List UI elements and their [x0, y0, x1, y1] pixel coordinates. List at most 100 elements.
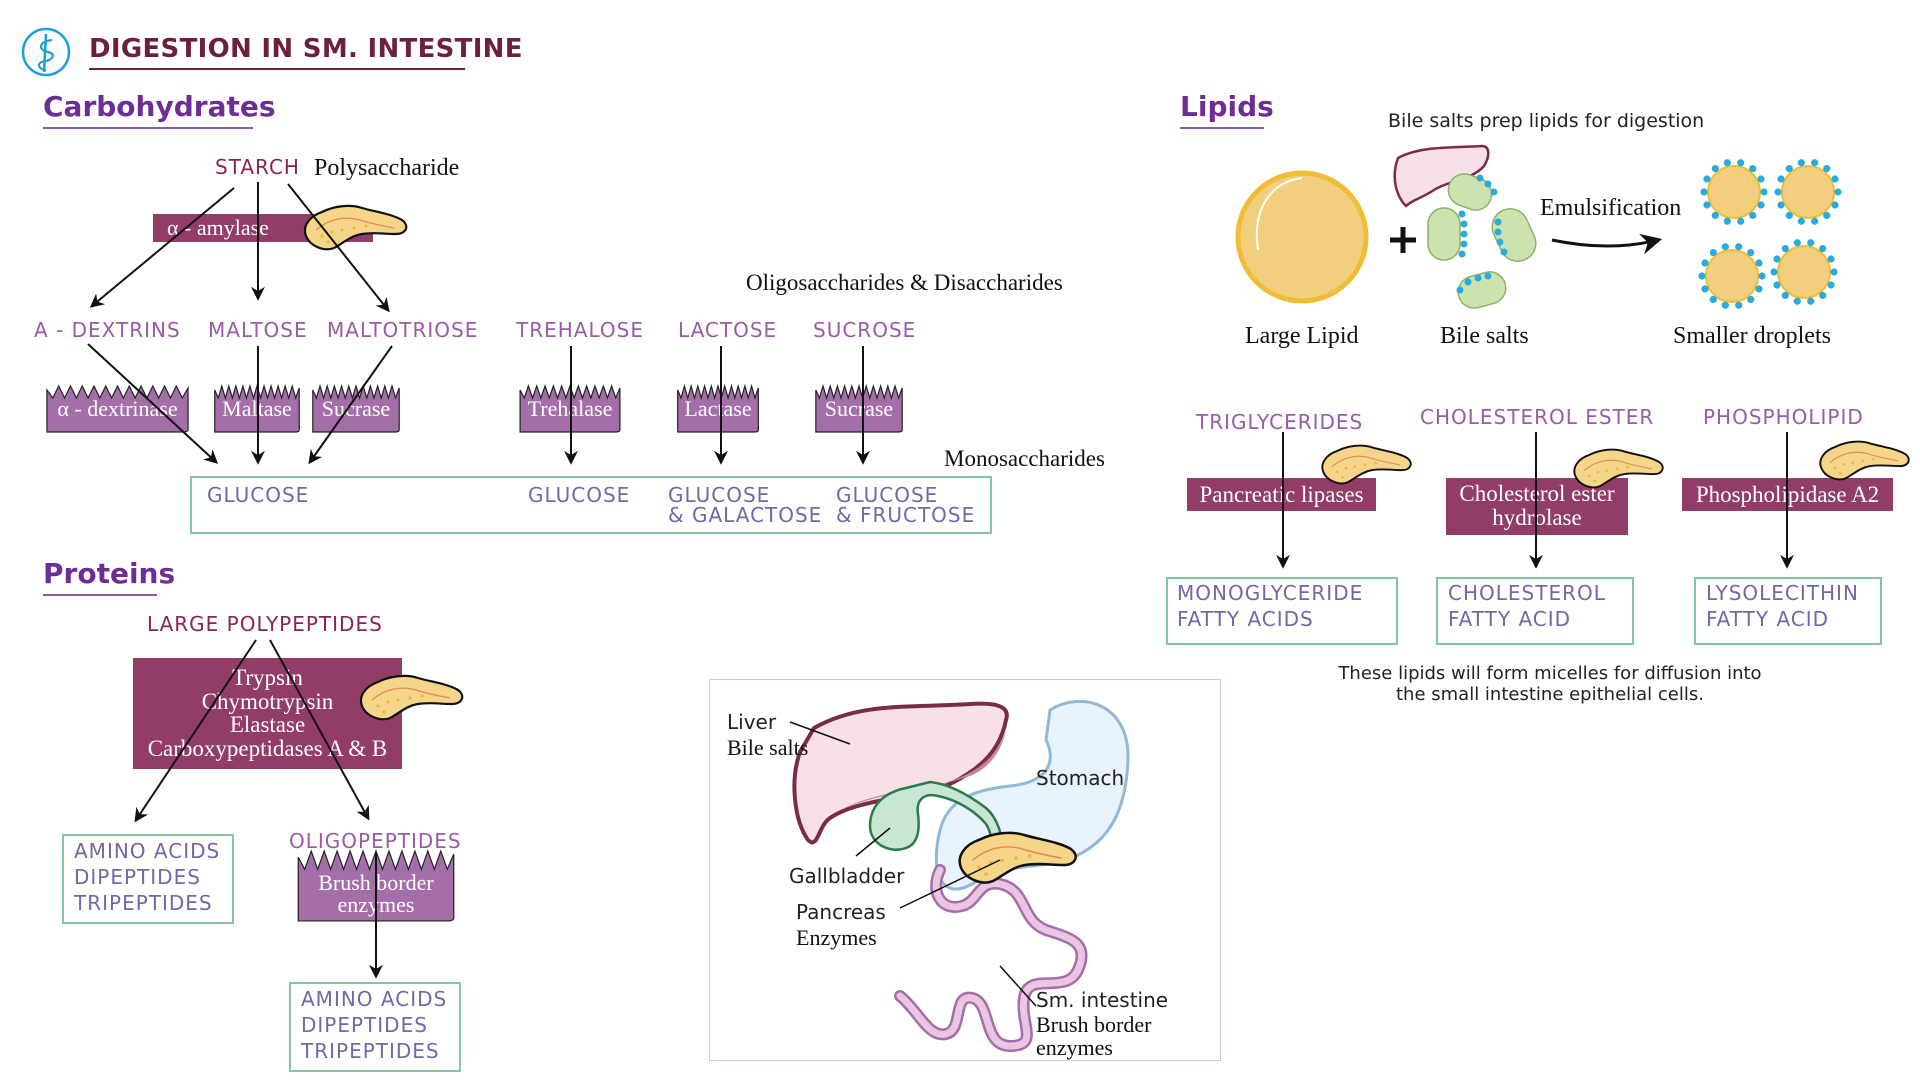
intestine-brush-label: Brush border — [1036, 1012, 1152, 1037]
bile-salts-label: Bile salts — [1440, 323, 1529, 349]
emulsification-illustration — [1235, 144, 1842, 309]
product-cholesterol: Cholesterol — [1448, 581, 1606, 605]
substrate-sucrose: Sucrose — [813, 318, 917, 342]
droplet-icon — [1774, 159, 1842, 225]
oligosaccharides-note: Oligosaccharides & Disaccharides — [746, 270, 1063, 295]
enzyme-pancreatic-lipases: Pancreatic lipases — [1187, 478, 1376, 511]
smaller-droplets-icon — [1698, 159, 1842, 309]
protein-products-right-box — [289, 982, 461, 1072]
product-glucose-fructose-1: Glucose — [836, 483, 939, 507]
large-lipid-icon — [1235, 170, 1369, 304]
droplet-icon — [1770, 239, 1838, 305]
lipid-products-1: Monoglyceride Fatty acids — [1177, 580, 1363, 632]
brush-enzyme-label: Trehalase — [527, 396, 613, 421]
enzyme-carboxypeptidases: Carboxypeptidases A & B — [147, 735, 388, 761]
brush-enzyme-sucrase: Sucrase — [311, 384, 401, 434]
micelle-note-line-2: the small intestine epithelial cells. — [1396, 684, 1704, 705]
brush-enzyme-label: Maltase — [222, 396, 292, 421]
proteins-underline — [43, 594, 157, 596]
substrate-cholesterol-ester: Cholesterol ester — [1420, 405, 1655, 429]
anatomy-panel: Liver Bile salts Stomach Gallbladder Pan… — [709, 679, 1221, 1061]
proteins-heading: Proteins — [43, 557, 176, 590]
arrow-starch-dextrins — [89, 187, 235, 308]
pancreas-enzymes-label: Enzymes — [796, 925, 877, 950]
pancreas-icon — [1318, 442, 1414, 486]
oligopeptides-label: Oligopeptides — [289, 829, 462, 853]
product-tripeptides: Tripeptides — [301, 1039, 440, 1063]
polysaccharide-note: Polysaccharide — [314, 155, 460, 181]
large-lipid-label: Large Lipid — [1245, 323, 1359, 349]
product-fatty-acids: Fatty acids — [1177, 607, 1314, 631]
emulsification-arrow-icon — [1551, 233, 1663, 255]
bile-salt-dots — [1456, 174, 1508, 294]
droplet-icon — [1698, 243, 1766, 309]
gallbladder-shape — [868, 780, 1008, 866]
pancreas-icon — [300, 202, 410, 252]
intestine-label: Sm. intestine — [1036, 988, 1169, 1012]
bile-prep-note: Bile salts prep lipids for digestion — [1388, 110, 1705, 132]
product-glucose-fructose-2: & fructose — [836, 503, 976, 527]
stomach-label: Stomach — [1036, 766, 1125, 790]
brush-enzyme-alpha-dextrinase: α - dextrinase — [44, 384, 191, 434]
plus-icon — [1390, 227, 1416, 253]
brush-enzyme-maltase: Maltase — [213, 384, 301, 434]
enzyme-phospholipidase-a2: Phospholipidase A2 — [1682, 478, 1893, 511]
brush-enzyme-sucrase-2: Sucrase — [814, 384, 904, 434]
substrate-maltose: Maltose — [208, 318, 308, 342]
enzyme-label: Phospholipidase A2 — [1695, 482, 1880, 507]
brush-border-enzymes-protein: Brush border enzymes — [295, 848, 457, 924]
large-polypeptides-label: Large Polypeptides — [147, 612, 383, 636]
gallbladder-label: Gallbladder — [789, 864, 905, 888]
starch-label: Starch — [215, 155, 300, 179]
substrate-phospholipid: Phospholipid — [1703, 405, 1864, 429]
lipids-underline — [1180, 127, 1264, 129]
substrate-triglycerides: Triglycerides — [1196, 410, 1364, 434]
product-glucose-galactose-1: Glucose — [668, 483, 771, 507]
products-left-list: Amino acids Dipeptides Tripeptides — [74, 838, 220, 916]
liver-bile-salts-label: Bile salts — [727, 735, 809, 760]
carbohydrates-underline — [43, 127, 253, 129]
product-dipeptides: Dipeptides — [74, 865, 201, 889]
monosaccharides-note: Monosaccharides — [944, 446, 1105, 471]
lipid-products-box-2 — [1436, 577, 1634, 645]
pancreas-label: Pancreas — [796, 900, 886, 924]
enzyme-label: Pancreatic lipases — [1199, 482, 1364, 507]
brush-label-line-2: enzymes — [337, 892, 415, 917]
product-amino-acids: Amino acids — [301, 987, 448, 1011]
title-underline — [89, 68, 465, 70]
product-lysolecithin: Lysolecithin — [1706, 581, 1859, 605]
caduceus-icon — [21, 27, 71, 77]
substrate-alpha-dextrins: α - dextrins — [34, 318, 181, 342]
product-dipeptides: Dipeptides — [301, 1013, 428, 1037]
brush-enzyme-label: α - dextrinase — [57, 396, 178, 421]
pancreas-icon — [356, 672, 466, 722]
product-fatty-acid: fatty acid — [1706, 607, 1830, 631]
carbohydrates-heading: Carbohydrates — [43, 90, 276, 123]
substrate-lactose: Lactose — [678, 318, 778, 342]
brush-enzyme-label: Lactase — [684, 396, 752, 421]
product-fatty-acid: fatty acid — [1448, 607, 1572, 631]
pancreas-icon — [1816, 438, 1912, 482]
substrate-maltotriose: maltotriose — [327, 318, 479, 342]
bile-salt-pills — [1427, 173, 1537, 309]
products-right-list: Amino acids Dipeptides Tripeptides — [301, 986, 447, 1064]
enzyme-label-line-2: hydrolase — [1492, 505, 1582, 530]
substrate-trehalose: Trehalose — [516, 318, 644, 342]
product-glucose-galactose-2: & galactose — [668, 503, 823, 527]
pancreas-icon — [1570, 446, 1666, 490]
micelle-note: These lipids will form micelles for diff… — [1270, 663, 1830, 705]
amylase-label: α - amylase — [167, 215, 269, 240]
micelle-note-line-1: These lipids will form micelles for diff… — [1338, 663, 1762, 684]
brush-enzyme-label: Sucrase — [824, 396, 894, 421]
brush-enzyme-label: Sucrase — [321, 396, 391, 421]
lipids-heading: Lipids — [1180, 90, 1274, 123]
brush-enzyme-lactase: Lactase — [676, 384, 760, 434]
brush-enzyme-trehalase: Trehalase — [518, 384, 622, 434]
liver-shape — [792, 701, 1009, 845]
droplet-icon — [1700, 159, 1768, 225]
product-glucose: Glucose — [207, 483, 310, 507]
product-amino-acids: Amino acids — [74, 839, 221, 863]
lipid-products-2: Cholesterol fatty acid — [1448, 580, 1606, 632]
logo — [20, 26, 72, 78]
product-monoglyceride: Monoglyceride — [1177, 581, 1364, 605]
